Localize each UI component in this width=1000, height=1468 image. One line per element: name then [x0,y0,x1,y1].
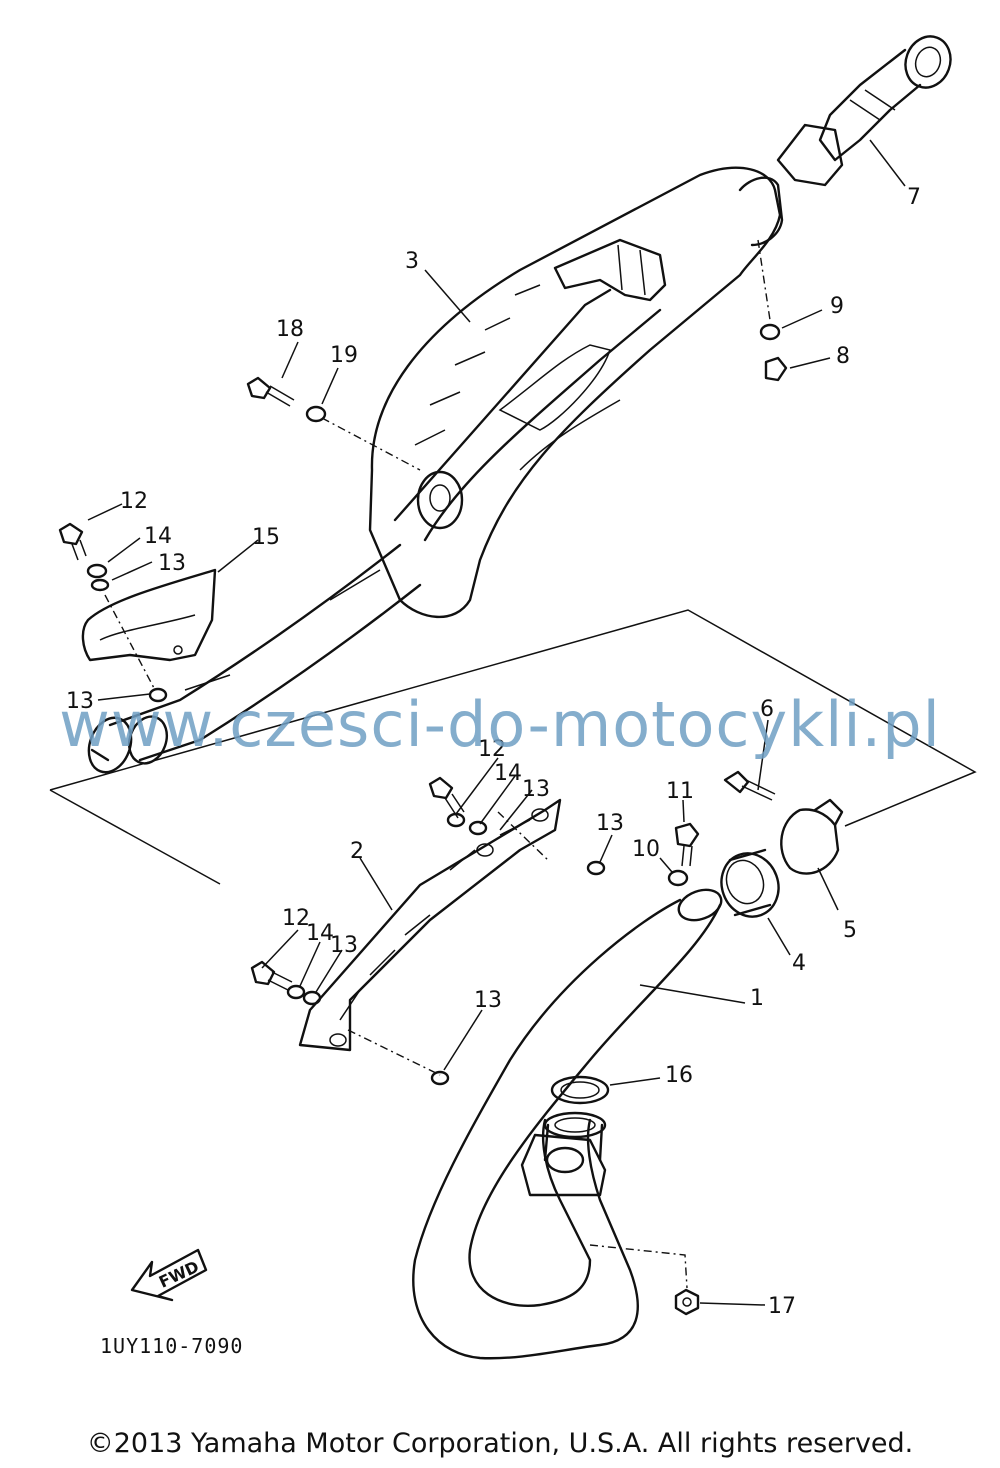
callout-13-upper: 13 [158,551,186,576]
spark-arrester [776,35,952,187]
washer-19 [305,405,327,423]
callout-13-mid: 13 [522,777,550,802]
callout-13-right: 13 [596,811,624,836]
callout-15: 15 [252,525,280,550]
callout-9: 9 [830,294,844,319]
fwd-label: FWD [156,1257,202,1292]
callout-12-upper: 12 [120,489,148,514]
callout-13-bottom: 13 [474,988,502,1013]
bolt-11 [674,822,700,867]
callout-19: 19 [330,343,358,368]
callout-12-lower: 12 [282,906,310,931]
copyright-notice: ©2013 Yamaha Motor Corporation, U.S.A. A… [86,1428,914,1459]
exhaust-pipe [412,888,723,1360]
grommet-13-mid [468,820,488,836]
callout-13-lower: 13 [330,933,358,958]
washer-10 [667,869,689,887]
callout-11: 11 [666,779,694,804]
callout-10: 10 [632,837,660,862]
exhaust-gasket [720,848,780,918]
bolt-6 [723,770,776,801]
assembly-outline [49,609,977,885]
bolt-12-mid [428,776,465,819]
callout-8: 8 [836,344,850,369]
callout-14-lower: 14 [306,921,334,946]
callout-5: 5 [843,918,857,943]
forward-arrow-icon: FWD [130,1248,208,1302]
callout-14-upper: 14 [144,524,172,549]
pipe-protector [298,798,562,1052]
callout-12-mid: 12 [478,737,506,762]
callout-18: 18 [276,317,304,342]
callout-14-mid: 14 [494,761,522,786]
exhaust-clamp [780,798,844,875]
callout-4: 4 [792,951,806,976]
nut-17 [674,1288,700,1316]
heat-protector-small [81,568,217,662]
callout-16: 16 [665,1063,693,1088]
grommet-13-right [586,860,606,876]
callout-3: 3 [405,249,419,274]
gasket-16 [550,1075,610,1105]
callout-2: 2 [350,839,364,864]
grommet-13-left [148,687,168,703]
bolt-18 [246,376,295,407]
washer-9 [759,323,781,341]
grommet-13-lower [302,990,322,1006]
callout-13-left: 13 [66,689,94,714]
grommet-13-bottom [430,1070,450,1086]
muffler-inlet-pipe [87,543,422,774]
callout-6: 6 [760,697,774,722]
callout-1: 1 [750,986,764,1011]
grommet-13-upper [90,578,110,592]
muffler [368,166,784,619]
washer-14-lower [286,984,306,1000]
reference-code: 1UY110-7090 [100,1334,244,1358]
watermark-text: www.czesci-do-motocykli.pl [59,688,941,761]
callout-7: 7 [907,185,921,210]
callout-17: 17 [768,1294,796,1319]
washer-14-upper [86,563,108,579]
bolt-12-lower [250,960,293,991]
bolt-12-upper [58,522,87,561]
bolt-8 [764,356,788,382]
